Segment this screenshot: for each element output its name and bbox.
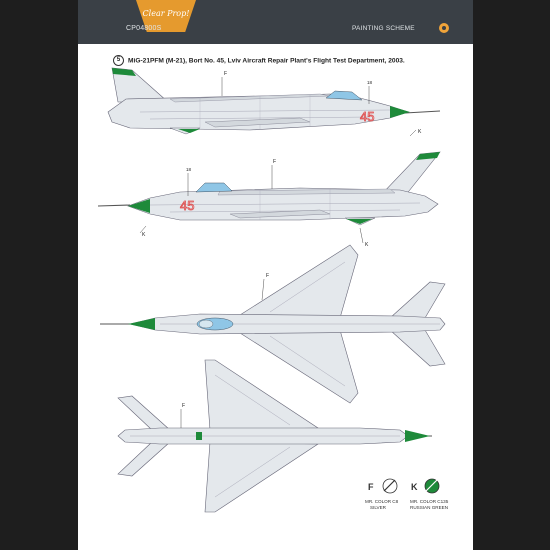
nose-cone-green xyxy=(405,430,430,442)
ventral-fin-green xyxy=(346,219,372,224)
left-side-view: 45 F 18 K xyxy=(107,67,441,137)
wing-fence xyxy=(214,446,291,498)
callout-f: F xyxy=(273,159,276,165)
callout-f: F xyxy=(182,403,185,409)
wing-root xyxy=(204,117,311,128)
panel-line xyxy=(169,209,401,213)
legend-line2: SILVER xyxy=(370,505,387,510)
dorsal-spine xyxy=(217,188,396,196)
legend-code: K xyxy=(411,482,418,492)
canopy xyxy=(195,182,233,193)
legend-code: F xyxy=(368,482,374,492)
scheme-caption-text: MiG-21PFM (M-21), Bort No. 45, Lviv Airc… xyxy=(128,57,405,65)
header-bar: Clear Prop! CP04800S PAINTING SCHEME xyxy=(78,0,473,44)
fin-tip-green xyxy=(416,152,440,160)
wing-fence xyxy=(214,374,291,426)
legend-swatch-f: F MR. COLOR C8 SILVER xyxy=(365,478,399,510)
callout-leader xyxy=(261,278,265,301)
top-view: F xyxy=(100,244,446,404)
left-wing xyxy=(239,244,359,319)
callout-k: K xyxy=(142,232,146,238)
left-stabilizer xyxy=(389,281,446,319)
brush-icon xyxy=(383,479,396,492)
scheme-caption: 5 MiG-21PFM (M-21), Bort No. 45, Lviv Air… xyxy=(113,55,458,66)
scheme-number-badge: 5 xyxy=(113,55,124,66)
legend-line1: MR. COLOR C135 xyxy=(410,499,449,504)
settings-icon[interactable] xyxy=(439,23,449,33)
panel-line xyxy=(139,109,391,113)
wing-root xyxy=(229,209,331,219)
canopy xyxy=(325,90,363,101)
bort-number: 45 xyxy=(360,109,374,124)
catalog-number: CP04800S xyxy=(126,25,162,32)
wing-fence xyxy=(269,261,346,313)
paint-swatch-silver xyxy=(382,478,398,494)
right-side-view: 45 18 F K K xyxy=(97,151,441,248)
brand-logo-text: Clear Prop! xyxy=(142,9,190,18)
legend-line2: RUSSIAN GREEN xyxy=(410,505,448,510)
bort-number: 45 xyxy=(180,198,194,213)
callout-leader xyxy=(409,129,417,137)
nose-cone-green xyxy=(128,199,150,213)
nose-cone-green xyxy=(128,318,155,330)
paint-swatch-green xyxy=(424,478,440,494)
callout-k: K xyxy=(418,129,422,135)
pitot-probe xyxy=(97,204,131,207)
color-legend: F MR. COLOR C8 SILVER K MR. COLOR C135 R… xyxy=(365,478,449,510)
pitot-probe xyxy=(404,110,441,114)
brush-icon xyxy=(425,479,438,492)
callout-f: F xyxy=(224,71,227,77)
right-stabilizer xyxy=(389,329,446,367)
callout-f: F xyxy=(266,273,269,279)
section-title: PAINTING SCHEME xyxy=(352,25,415,32)
bottom-view: F xyxy=(117,359,432,513)
callout-18: 18 xyxy=(367,80,373,85)
brand-logo: Clear Prop! xyxy=(136,0,196,32)
fin-tip-green xyxy=(112,68,136,76)
left-stabilizer xyxy=(117,395,171,431)
legend-swatch-k: K MR. COLOR C135 RUSSIAN GREEN xyxy=(410,478,449,510)
ventral-fin-green xyxy=(178,129,200,133)
legend-line1: MR. COLOR C8 xyxy=(365,499,399,504)
ventral-fin-green xyxy=(196,432,202,440)
right-wing xyxy=(204,441,319,513)
callout-leader xyxy=(359,227,364,244)
nose-cone-green xyxy=(390,106,410,118)
cockpit-frame xyxy=(198,319,214,329)
right-stabilizer xyxy=(117,441,171,477)
callout-18: 18 xyxy=(186,167,192,172)
wing-fence xyxy=(269,335,346,387)
panel-line xyxy=(149,202,421,206)
callout-leader xyxy=(139,225,147,234)
callout-k: K xyxy=(365,242,369,248)
